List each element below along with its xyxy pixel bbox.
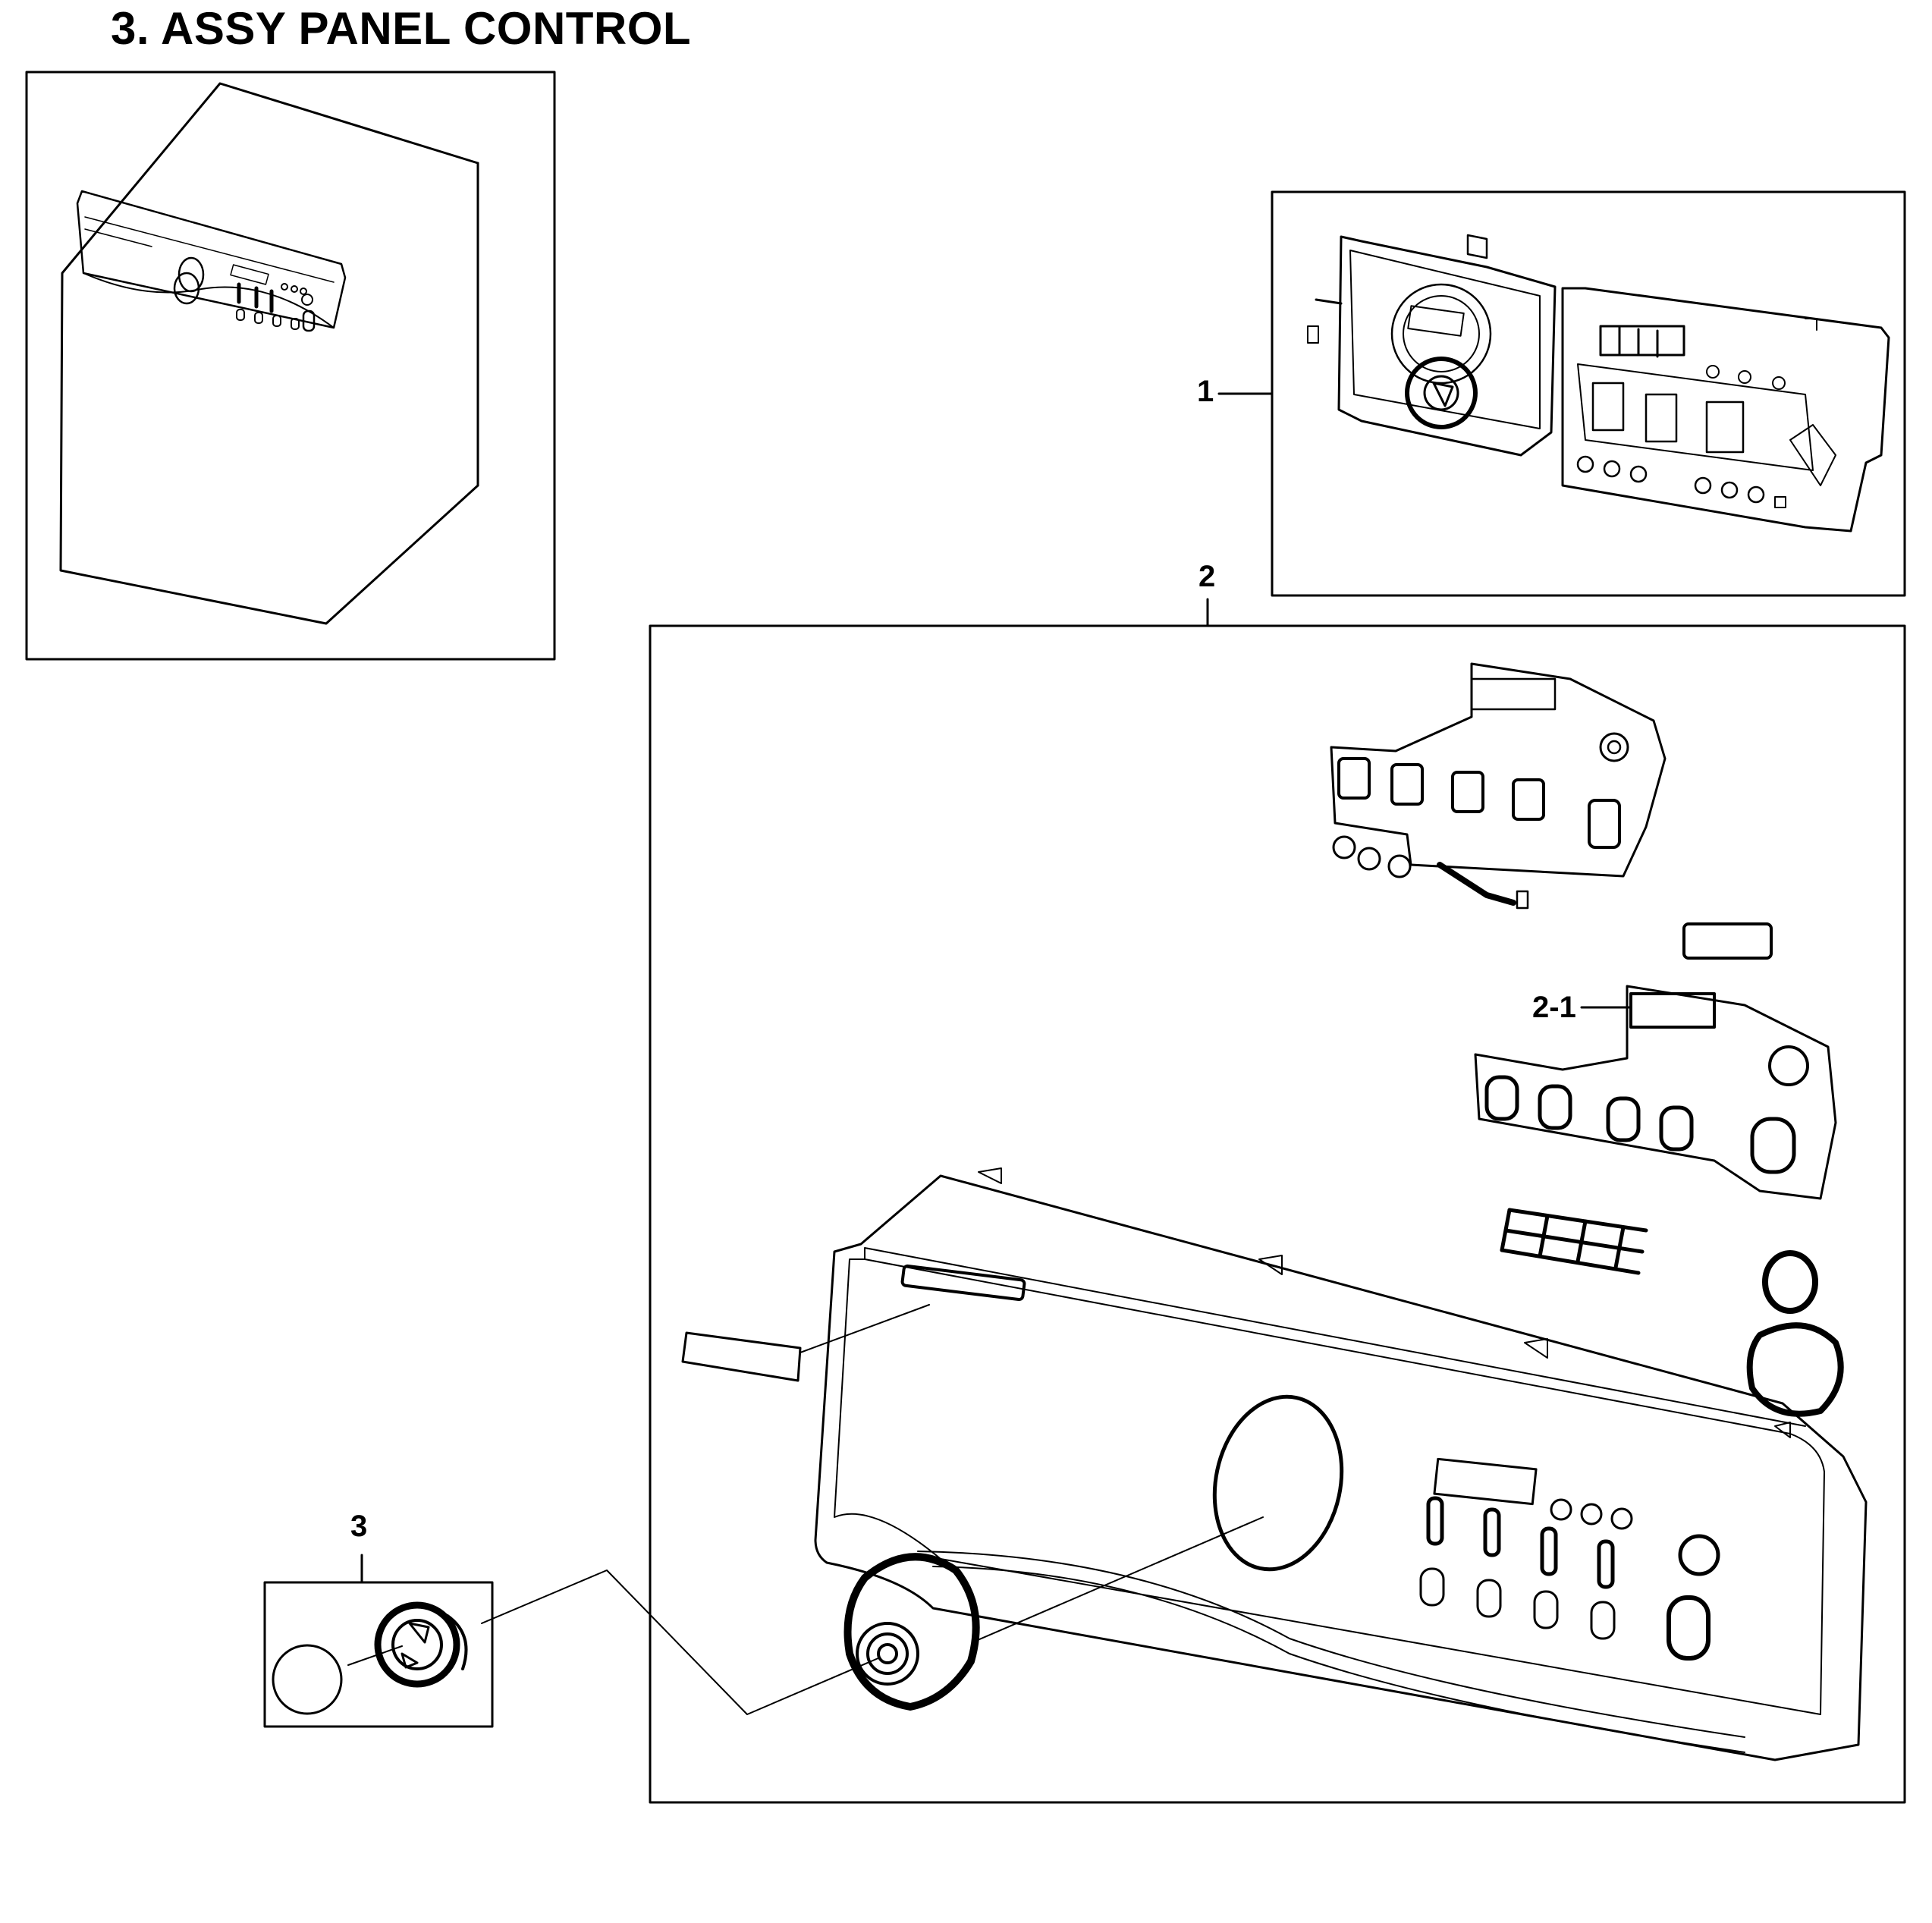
washer-overview-view — [25, 71, 556, 661]
callout-label-2-1: 2-1 — [1532, 991, 1576, 1024]
callout-label-2: 2 — [1198, 560, 1216, 593]
part-2-panel-assembly — [649, 598, 1906, 1804]
callout-label-3: 3 — [350, 1510, 368, 1543]
part-3-knob-assembly — [263, 1554, 881, 1728]
page-title: 3. ASSY PANEL CONTROL — [111, 3, 692, 54]
part-1-pcb-assembly — [1217, 190, 1906, 597]
callout-label-1: 1 — [1197, 375, 1214, 408]
